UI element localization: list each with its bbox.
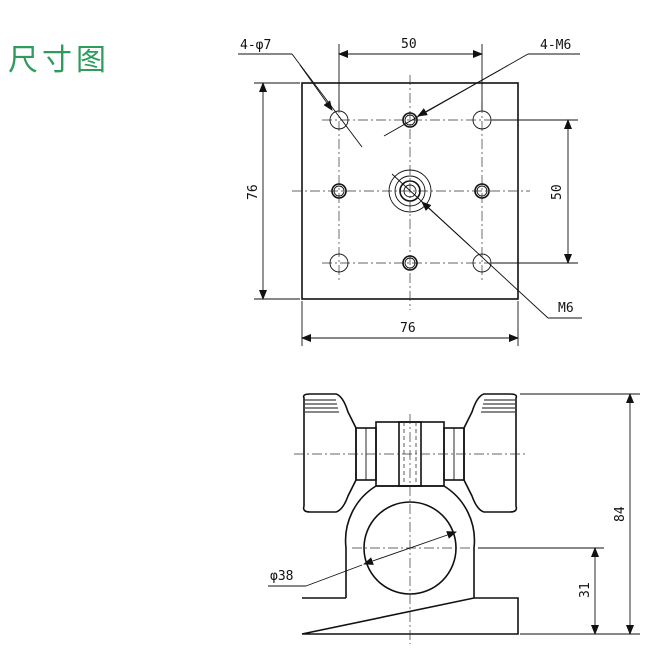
dim-31: 31 [578,582,593,598]
leader-phi38-diameter [363,531,457,565]
leader-4-phi7-arrow [299,64,333,111]
dim-84: 84 [613,506,628,522]
thread-hole-top [402,112,418,128]
leader-4-m6-arrow [417,69,501,117]
clear-hole-tr [472,110,492,130]
thread-hole-left [331,183,347,199]
page-title: 尺寸图 [8,43,110,78]
label-m6: M6 [558,301,574,316]
dim-76-horizontal: 76 [400,321,416,336]
left-knob [302,393,377,513]
top-view: 4-φ7 4-M6 M6 50 50 76 76 [238,37,582,346]
clear-hole-bl [329,253,349,273]
base-outline [301,597,519,635]
leader-m6-arrow [421,201,471,247]
leader-phi38 [305,564,363,587]
dim-50-vertical: 50 [550,184,565,200]
clear-hole-br [472,253,492,273]
label-4-phi7: 4-φ7 [240,38,271,53]
label-4-m6: 4-M6 [540,38,571,53]
thread-hole-bottom [402,255,418,271]
front-view: φ38 84 31 [268,393,640,644]
clear-hole-tl [329,110,349,130]
thread-hole-right [474,183,490,199]
center-screw [388,169,432,213]
dim-50-horizontal: 50 [401,37,417,52]
label-phi38: φ38 [270,569,293,584]
dim-76-vertical: 76 [246,184,261,200]
